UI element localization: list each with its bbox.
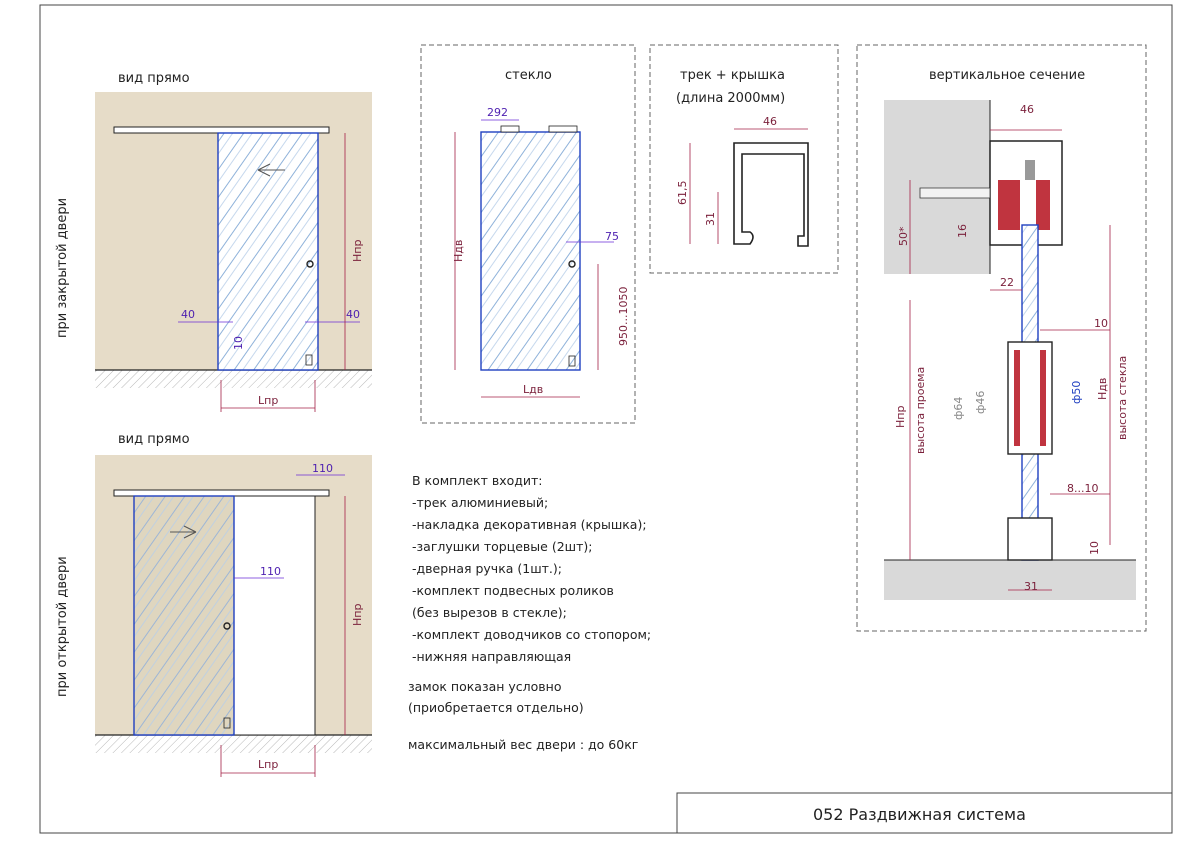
dim-110-top: 110 xyxy=(312,462,333,475)
section-box xyxy=(856,44,1147,632)
section-dim-810: 8...10 xyxy=(1067,482,1099,495)
open-lock-icon xyxy=(223,717,231,729)
kit-list: В комплект входит: -трек алюминиевый; -н… xyxy=(408,473,651,752)
kit-item: -нижняя направляющая xyxy=(412,649,571,664)
section-dim-10-bot: 10 xyxy=(1088,541,1101,555)
open-handle-icon xyxy=(223,622,231,630)
kit-item: -накладка декоративная (крышка); xyxy=(412,517,647,532)
vertical-section: вертикальное сечение 46 50* 16 22 10 ф64… xyxy=(856,44,1147,632)
kit-item: (без вырезов в стекле); xyxy=(412,605,567,620)
sheet-border xyxy=(39,4,1173,834)
glass-box xyxy=(420,44,636,424)
lock-note-2: (приобретается отдельно) xyxy=(408,700,584,715)
glass-dim-range: 950...1050 xyxy=(617,287,630,346)
dim-lpr-open: Lпр xyxy=(258,758,278,771)
track-detail: трек + крышка (длина 2000мм) 46 61,5 31 xyxy=(649,44,839,274)
dim-hpr-open: Hпр xyxy=(351,604,364,626)
section-dim-open-h: высота проема xyxy=(914,367,927,454)
dim-hpr: Hпр xyxy=(351,240,364,262)
glass-handle-icon xyxy=(568,260,576,268)
section-dim-50b: ф50 xyxy=(1070,381,1083,404)
section-dim-50: 50* xyxy=(897,226,910,246)
open-opening xyxy=(220,495,316,736)
section-dim-16: 16 xyxy=(956,224,969,238)
open-arrow-right-icon xyxy=(170,525,197,539)
section-roller-left xyxy=(998,180,1020,230)
glass-dim-hdv: Hдв xyxy=(452,240,465,262)
section-dim-glass-h: высота стекла xyxy=(1116,356,1129,440)
section-dim-46: 46 xyxy=(1020,103,1034,116)
dim-110-mid: 110 xyxy=(260,565,281,578)
track-subtitle: (длина 2000мм) xyxy=(676,91,785,106)
dim-40-right: 40 xyxy=(346,308,360,321)
closed-arrow-left-icon xyxy=(257,163,285,177)
weight-note: максимальный вес двери : до 60кг xyxy=(408,737,638,752)
section-roller-right xyxy=(1036,180,1050,230)
dim-40-left: 40 xyxy=(181,308,195,321)
glass-dim-292: 292 xyxy=(487,106,508,119)
section-dim-46b: ф46 xyxy=(974,391,987,414)
closed-handle-icon xyxy=(306,260,314,268)
open-floor xyxy=(95,735,372,753)
closed-glass-panel xyxy=(217,132,319,371)
lock-note: замок показан условно xyxy=(408,679,562,694)
glass-title: стекло xyxy=(505,68,552,83)
floor-block xyxy=(884,560,1136,600)
glass-detail: стекло 292 75 Hдв 950...1050 Lдв xyxy=(420,44,636,424)
title-block xyxy=(676,792,1173,834)
track-dim-46: 46 xyxy=(763,115,777,128)
section-dim-31: 31 xyxy=(1024,580,1038,593)
section-dim-hpr: Hпр xyxy=(894,406,907,428)
dim-10: 10 xyxy=(232,336,245,350)
closed-side-label: при закрытой двери xyxy=(55,198,70,338)
closed-lock-icon xyxy=(305,354,313,366)
open-view-title: вид прямо xyxy=(118,432,190,447)
ceiling-block xyxy=(884,100,990,274)
kit-heading: В комплект входит: xyxy=(412,473,543,488)
kit-item: -дверная ручка (1шт.); xyxy=(412,561,562,576)
track-dim-615: 61,5 xyxy=(676,181,689,206)
closed-view-title: вид прямо xyxy=(118,71,190,86)
track-title: трек + крышка xyxy=(680,68,785,83)
track-dim-31: 31 xyxy=(704,212,717,226)
glass-dim-75: 75 xyxy=(605,230,619,243)
glass-panel xyxy=(480,131,581,371)
section-dim-10-top: 10 xyxy=(1094,317,1108,330)
section-dim-hdv: Hдв xyxy=(1096,378,1109,400)
kit-item: -заглушки торцевые (2шт); xyxy=(412,539,592,554)
open-side-label: при открытой двери xyxy=(55,556,70,697)
section-dim-64: ф64 xyxy=(952,397,965,420)
closed-floor xyxy=(95,370,372,388)
dim-lpr: Lпр xyxy=(258,394,278,407)
glass-dim-ldv: Lдв xyxy=(523,383,543,396)
section-bottom-guide xyxy=(1007,517,1053,561)
open-door-view: вид прямо 110 110 Lпр Hпр при открытой д… xyxy=(55,432,372,777)
closed-track xyxy=(113,126,330,134)
track-profile xyxy=(733,142,809,247)
drawing-title: 052 Раздвижная система xyxy=(813,805,1026,824)
open-glass-panel xyxy=(133,495,235,736)
kit-item: -трек алюминиевый; xyxy=(412,495,548,510)
kit-item: -комплект подвесных роликов xyxy=(412,583,614,598)
kit-item: -комплект доводчиков со стопором; xyxy=(412,627,651,642)
closed-door-view: вид прямо 40 40 10 Lпр Hпр при закрытой … xyxy=(55,71,372,412)
section-dim-22: 22 xyxy=(1000,276,1014,289)
section-title: вертикальное сечение xyxy=(929,68,1085,83)
open-track xyxy=(113,489,330,497)
